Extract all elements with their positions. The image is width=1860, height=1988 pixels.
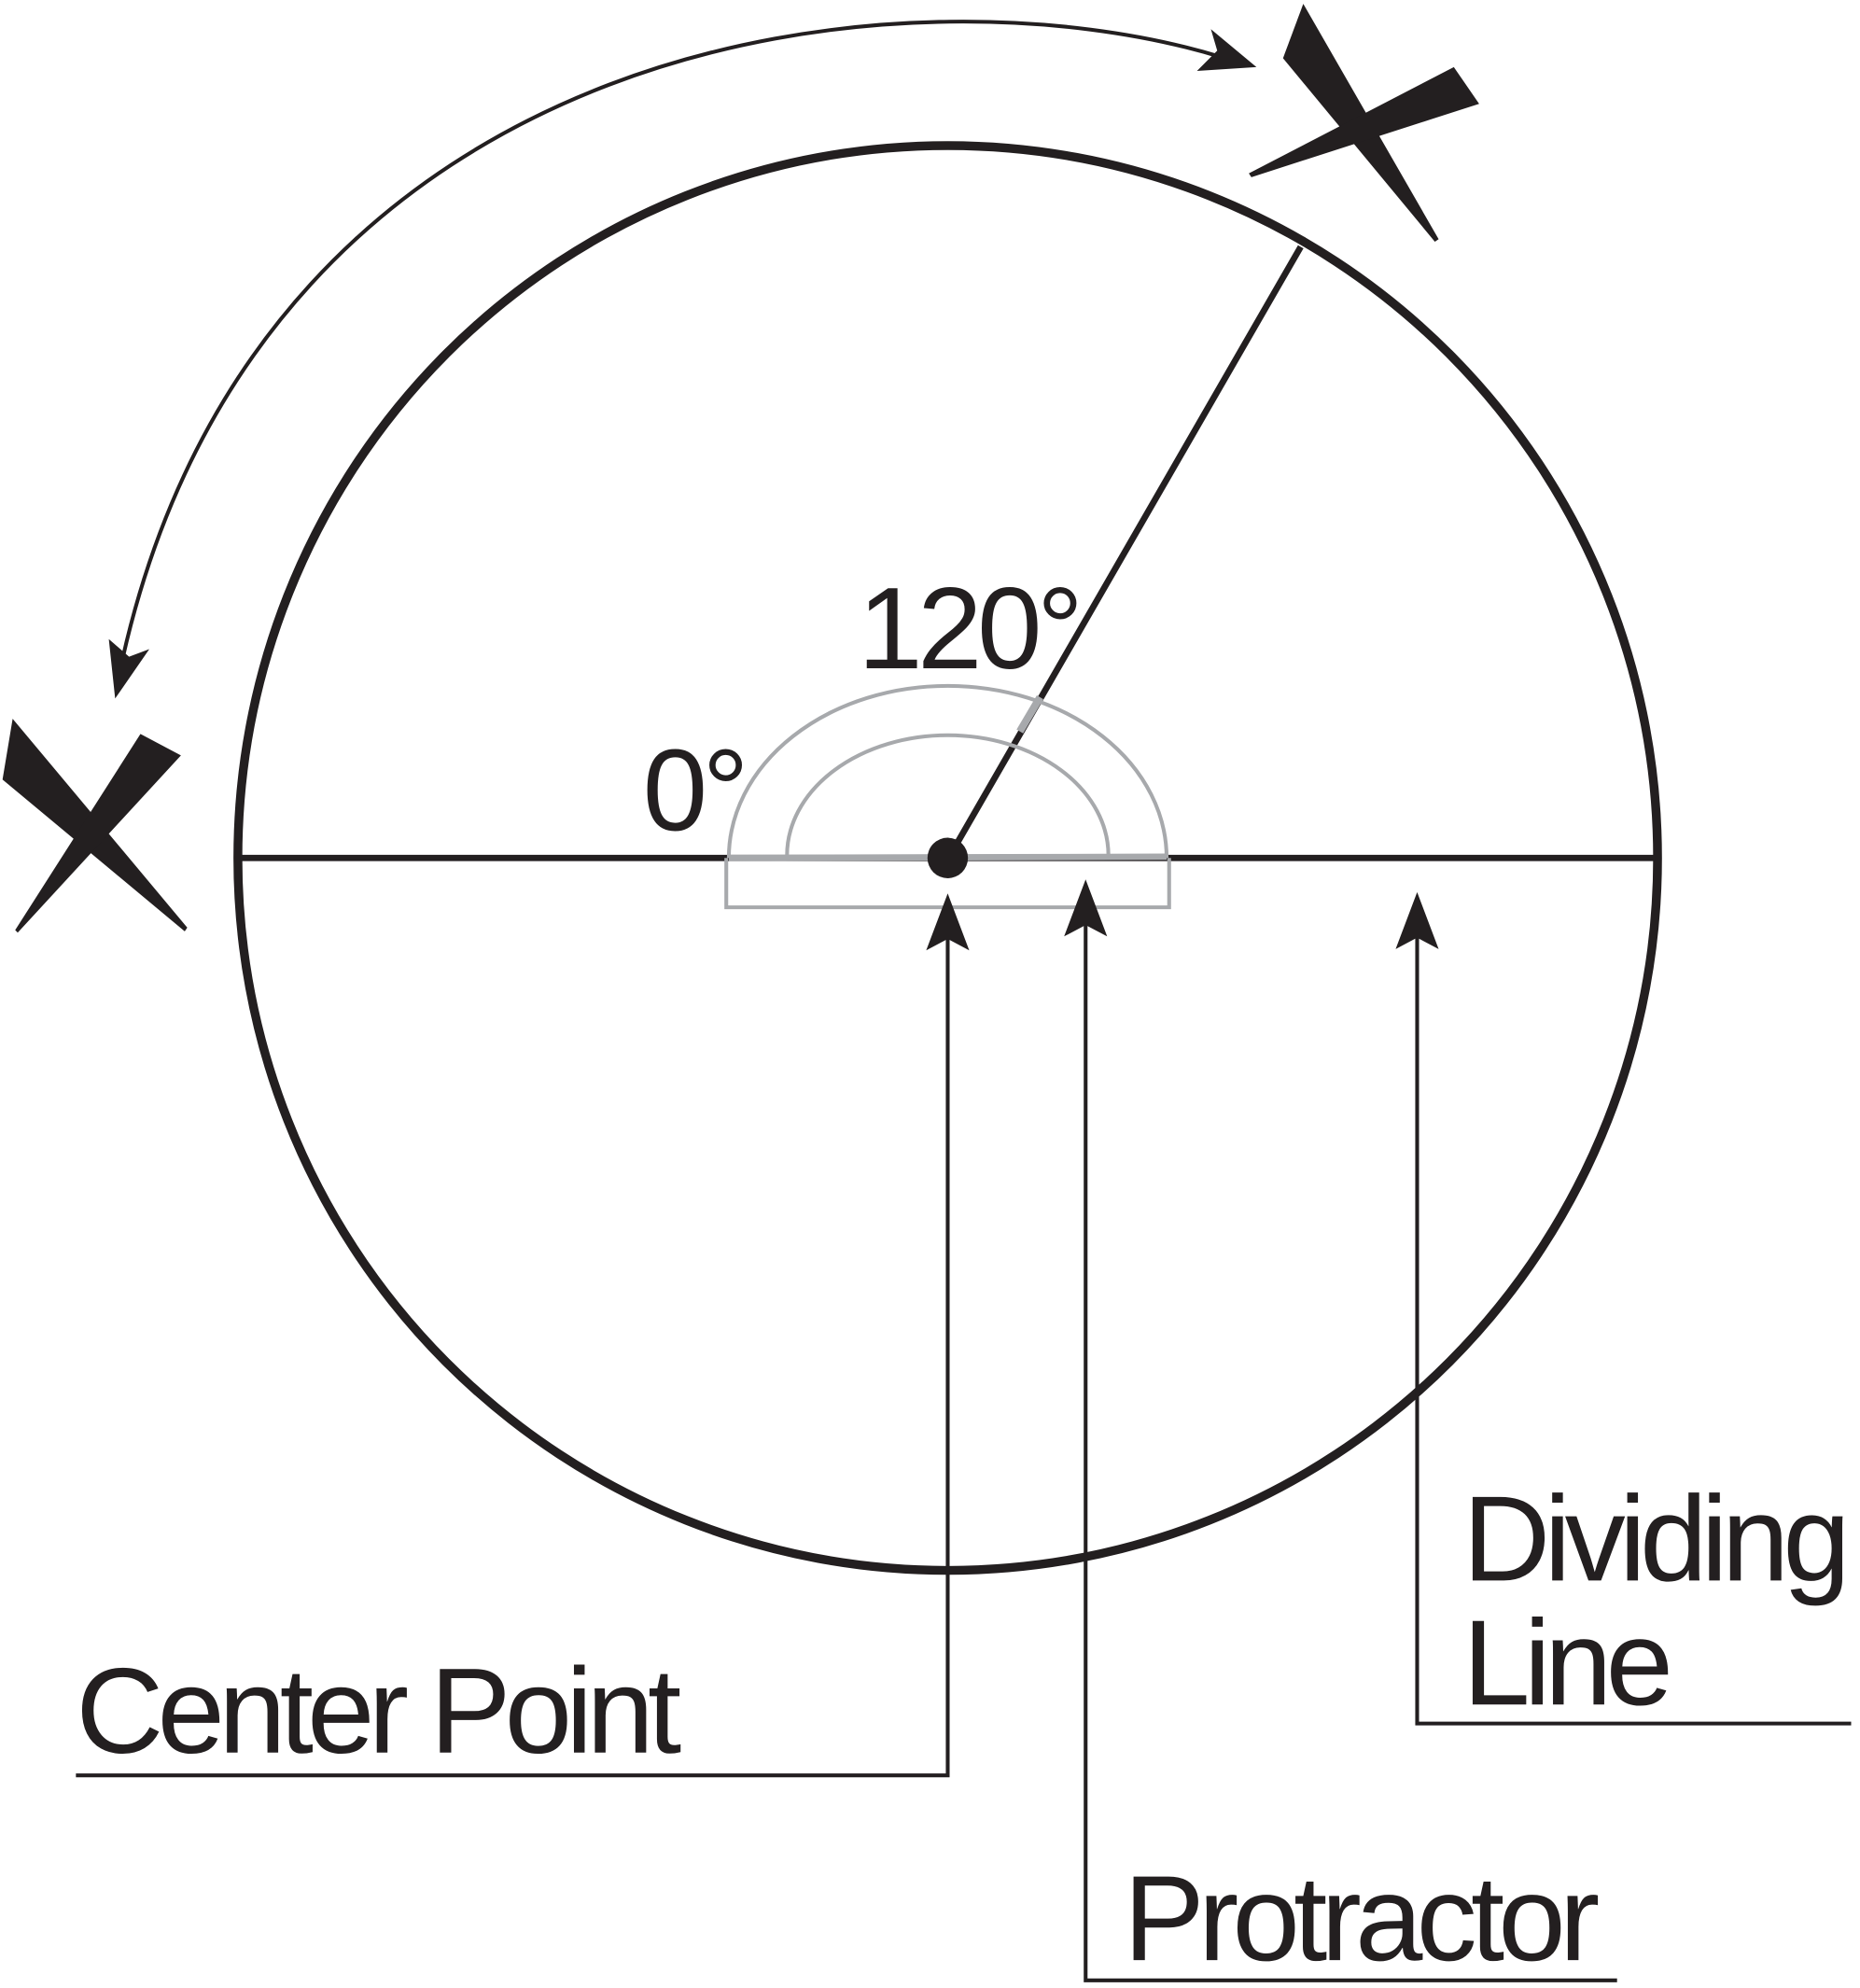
arrowhead [926,893,970,951]
dividing-line-label-line2: Line [1462,1594,1668,1730]
angle-label-0: 0° [643,725,744,855]
center-point-label: Center Point [76,1643,681,1779]
arrowhead [1064,879,1108,937]
center-point-callout [76,911,950,1778]
x-mark-icon [1249,4,1479,242]
x-mark-icon [2,719,188,933]
arrowhead [1395,891,1439,949]
protractor-callout [1084,898,1617,1982]
center-point-dot [927,837,969,878]
dividing-line-label-line1: Dividing [1462,1470,1844,1606]
radius-line-120 [948,245,1304,855]
angle-label-120: 120° [858,564,1078,693]
curved-double-arrow-icon [108,20,1257,699]
dividing-line-callout [1415,911,1852,1726]
protractor-label: Protractor [1124,1850,1599,1986]
